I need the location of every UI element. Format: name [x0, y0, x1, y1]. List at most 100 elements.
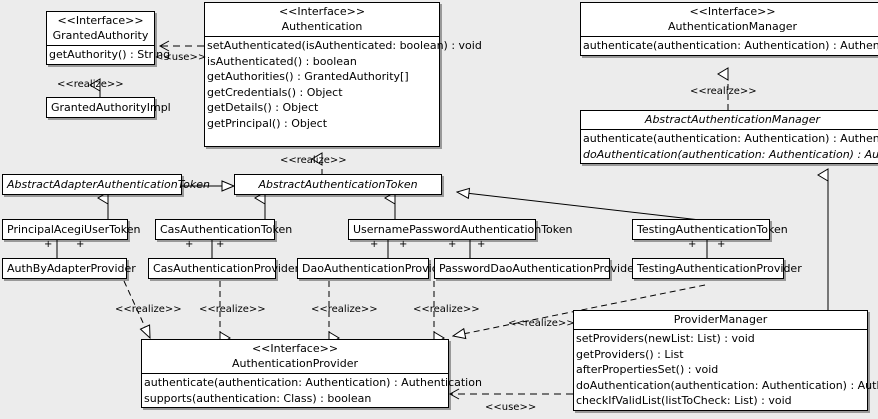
class-header: PrincipalAcegiUserToken — [3, 220, 141, 239]
operations-compartment: authenticate(authentication: Authenticat… — [581, 37, 878, 55]
class-authentication-manager[interactable]: <<Interface>> AuthenticationManager auth… — [580, 2, 878, 56]
class-name: CasAuthenticationToken — [160, 223, 293, 236]
class-name: AuthenticationManager — [668, 20, 797, 33]
class-header: ProviderManager — [574, 311, 867, 329]
compartment-separator — [581, 36, 878, 37]
class-name: CasAuthenticationProvider — [153, 262, 300, 275]
edge-label-realize-abstract-authentication-manager: <<realize>> — [690, 86, 757, 97]
class-header: <<Interface>> GrantedAuthority — [47, 12, 154, 45]
class-name: Authentication — [281, 20, 363, 33]
class-testing-authentication-provider[interactable]: TestingAuthenticationProvider — [632, 258, 802, 279]
compartment-separator — [581, 129, 878, 130]
class-auth-by-adapter-provider[interactable]: AuthByAdapterProvider — [2, 258, 136, 279]
operation: getAuthority() : String — [49, 48, 171, 61]
operation: doAuthentication(authentication: Authent… — [583, 147, 878, 161]
association-marker-plus: + — [688, 239, 697, 250]
operations-compartment: setAuthenticated(isAuthenticated: boolea… — [205, 37, 482, 132]
class-cas-authentication-token[interactable]: CasAuthenticationToken — [155, 219, 293, 240]
class-abstract-authentication-token[interactable]: AbstractAuthenticationToken — [234, 174, 442, 195]
class-username-password-authentication-token[interactable]: UsernamePasswordAuthenticationToken — [348, 219, 573, 240]
class-header: <<Interface>> Authentication — [205, 3, 439, 36]
class-header: TestingAuthenticationProvider — [633, 259, 802, 278]
class-name: GrantedAuthorityImpl — [51, 101, 171, 114]
class-header: AbstractAuthenticationManager — [581, 111, 878, 129]
operation: getDetails() : Object — [207, 101, 319, 114]
class-abstract-authentication-manager[interactable]: AbstractAuthenticationManager authentica… — [580, 110, 878, 164]
operation: setProviders(newList: List) : void — [576, 332, 755, 345]
compartment-separator — [205, 36, 439, 37]
association-marker-plus: + — [185, 239, 194, 250]
stereotype-label: <<Interface>> — [689, 5, 776, 18]
class-header: AbstractAdapterAuthenticationToken — [3, 175, 210, 194]
class-header: CasAuthenticationProvider — [149, 259, 300, 278]
operation: getPrincipal() : Object — [207, 116, 328, 130]
class-header: UsernamePasswordAuthenticationToken — [349, 220, 573, 239]
class-principal-acegi-user-token[interactable]: PrincipalAcegiUserToken — [2, 219, 141, 240]
operation: getAuthorities() : GrantedAuthority[] — [207, 70, 409, 83]
class-name: AbstractAuthenticationManager — [644, 113, 821, 126]
class-name: TestingAuthenticationProvider — [637, 262, 802, 275]
class-header: <<Interface>> AuthenticationProvider — [142, 340, 448, 373]
association-marker-plus: + — [44, 239, 53, 250]
stereotype-label: <<Interface>> — [251, 342, 339, 355]
class-name: DaoAuthenticationProvider — [302, 262, 450, 275]
operation: checkIfValidList(listToCheck: List) : vo… — [576, 394, 792, 407]
operation: supports(authentication: Class) : boolea… — [144, 391, 372, 405]
class-header: AuthByAdapterProvider — [3, 259, 136, 278]
stereotype-label: <<Interface>> — [278, 5, 366, 18]
class-name: PrincipalAcegiUserToken — [7, 223, 141, 236]
compartment-separator — [574, 329, 867, 330]
class-header: PasswordDaoAuthenticationProvider — [435, 259, 639, 278]
class-abstract-adapter-authentication-token[interactable]: AbstractAdapterAuthenticationToken — [2, 174, 210, 195]
class-cas-authentication-provider[interactable]: CasAuthenticationProvider — [148, 258, 300, 279]
class-authentication-provider[interactable]: <<Interface>> AuthenticationProvider aut… — [141, 339, 482, 408]
operation: authenticate(authentication: Authenticat… — [583, 132, 878, 145]
class-header: GrantedAuthorityImpl — [47, 98, 171, 117]
edge-label-realize-abstract-authentication-token: <<realize>> — [280, 155, 347, 166]
operation: getProviders() : List — [576, 347, 684, 361]
compartment-separator — [142, 373, 448, 374]
association-marker-plus: + — [448, 239, 457, 250]
association-marker-plus: + — [76, 239, 85, 250]
association-marker-plus: + — [370, 239, 379, 250]
class-granted-authority-impl[interactable]: GrantedAuthorityImpl — [46, 97, 171, 118]
class-name: AbstractAdapterAuthenticationToken — [7, 178, 210, 191]
edge-label-realize-auth-by-adapter-provider: <<realize>> — [115, 304, 182, 315]
edge-label-realize-cas-authentication-provider: <<realize>> — [199, 304, 266, 315]
class-name: PasswordDaoAuthenticationProvider — [439, 262, 639, 275]
operation: getCredentials() : Object — [207, 85, 343, 99]
stereotype-label: <<Interface>> — [57, 14, 144, 27]
class-name: AuthenticationProvider — [231, 357, 359, 370]
class-dao-authentication-provider[interactable]: DaoAuthenticationProvider — [297, 258, 450, 279]
compartment-separator — [47, 45, 154, 46]
edge-label-realize-testing-authentication-provider: <<realize>> — [508, 318, 575, 329]
association-marker-plus: + — [216, 239, 225, 250]
class-header: DaoAuthenticationProvider — [298, 259, 450, 278]
edge-label-realize-granted-authority-impl: <<realize>> — [57, 79, 124, 90]
class-provider-manager[interactable]: ProviderManager setProviders(newList: Li… — [573, 310, 878, 411]
operation: isAuthenticated() : boolean — [207, 54, 357, 68]
class-granted-authority[interactable]: <<Interface>> GrantedAuthority getAuthor… — [46, 11, 171, 65]
class-testing-authentication-token[interactable]: TestingAuthenticationToken — [632, 219, 788, 240]
operations-compartment: authenticate(authentication: Authenticat… — [581, 130, 878, 163]
edge-label-use-provider-manager: <<use>> — [485, 402, 537, 413]
association-marker-plus: + — [477, 239, 486, 250]
operation: doAuthentication(authentication: Authent… — [576, 378, 878, 392]
class-name: TestingAuthenticationToken — [637, 223, 788, 236]
class-name: AuthByAdapterProvider — [7, 262, 136, 275]
class-password-dao-authentication-provider[interactable]: PasswordDaoAuthenticationProvider — [434, 258, 639, 279]
edge-label-realize-dao-authentication-provider: <<realize>> — [311, 304, 378, 315]
edge-label-realize-password-dao-authentication-provider: <<realize>> — [413, 304, 480, 315]
edge-generalize-testingauthenticationtoken — [457, 192, 701, 221]
class-header: TestingAuthenticationToken — [633, 220, 788, 239]
class-name: GrantedAuthority — [52, 29, 149, 42]
class-name: ProviderManager — [673, 313, 768, 326]
operation: afterPropertiesSet() : void — [576, 363, 719, 376]
operations-compartment: setProviders(newList: List) : void getPr… — [574, 330, 878, 410]
class-authentication[interactable]: <<Interface>> Authentication setAuthenti… — [204, 2, 482, 147]
association-marker-plus: + — [399, 239, 408, 250]
operations-compartment: authenticate(authentication: Authenticat… — [142, 374, 482, 407]
class-header: CasAuthenticationToken — [156, 220, 293, 239]
operations-compartment: getAuthority() : String — [47, 46, 171, 64]
